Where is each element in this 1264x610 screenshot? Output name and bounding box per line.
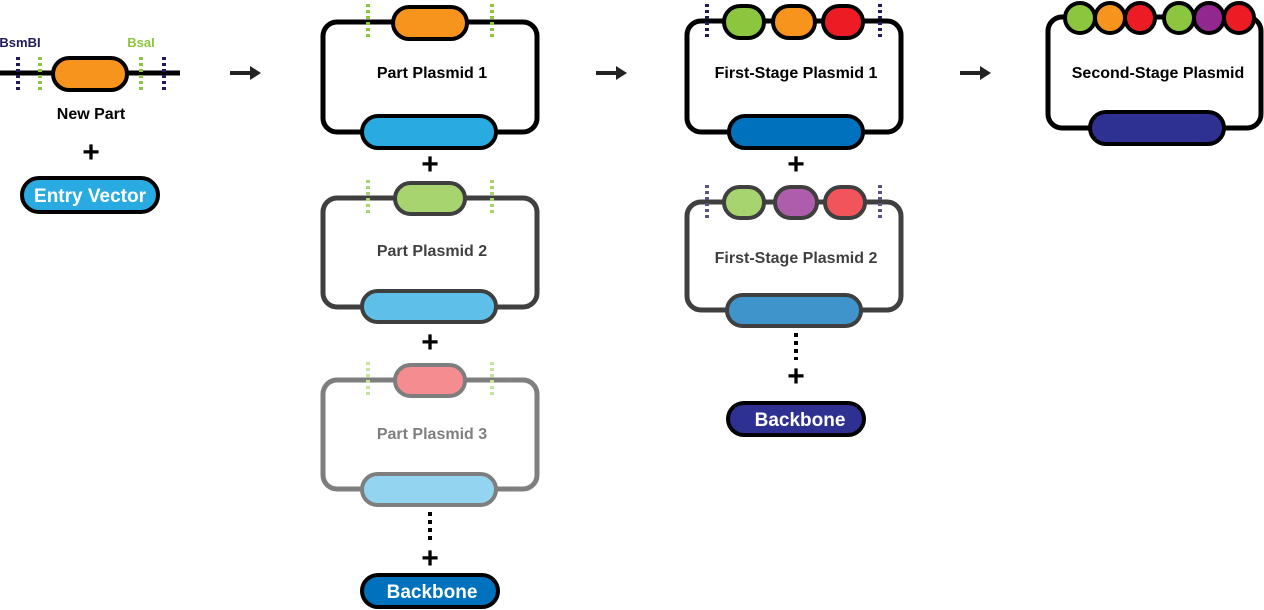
arrow-2: [596, 66, 627, 80]
plus-sign: +: [787, 360, 805, 393]
plasmid-label: Part Plasmid 3: [377, 426, 487, 443]
arrow-3: [960, 66, 991, 80]
bsmbi-label: BsmBI: [0, 35, 41, 50]
part-green: [1063, 1, 1097, 35]
part-insert-orange: [391, 5, 469, 41]
plasmid-label: First-Stage Plasmid 2: [715, 250, 878, 267]
stage2-backbone: [1088, 110, 1226, 146]
plasmid-label: Part Plasmid 1: [377, 65, 487, 82]
plasmid-label: First-Stage Plasmid 1: [715, 65, 878, 82]
entry-vector-backbone: [360, 114, 498, 150]
backbone-label: Backbone: [387, 582, 478, 603]
part-green: [722, 185, 766, 220]
first-stage-plasmid-1: First-Stage Plasmid 1: [684, 4, 904, 150]
part-plasmid-3: Part Plasmid 3: [320, 362, 540, 507]
part-orange: [771, 4, 817, 40]
new-part-insert: [51, 56, 129, 92]
bsai-label: BsaI: [127, 35, 154, 50]
entry-vector-pill: [20, 176, 160, 214]
first-stage-plasmid-2: First-Stage Plasmid 2: [684, 185, 904, 328]
entry-vector-label: Entry Vector: [34, 186, 147, 207]
part-insert-green: [393, 181, 467, 216]
part-red: [821, 4, 865, 40]
plus-sign: +: [421, 542, 439, 575]
entry-vector-backbone: [360, 289, 498, 324]
arrow-1: [230, 66, 261, 80]
plasmid-label: Second-Stage Plasmid: [1072, 65, 1245, 82]
entry-vector-backbone: [360, 472, 498, 507]
plasmid-label: Part Plasmid 2: [377, 243, 487, 260]
part-red: [1123, 1, 1157, 35]
part-green: [1162, 1, 1196, 35]
part-plasmid-2: Part Plasmid 2: [320, 180, 540, 324]
second-stage-plasmid: Second-Stage Plasmid: [1045, 1, 1264, 146]
new-part-group: BsmBI BsaI New Part + Entry Vector: [0, 35, 180, 214]
new-part-label: New Part: [57, 106, 126, 123]
backbone-pill-stage2: [726, 401, 866, 437]
part-orange: [1093, 1, 1127, 35]
part-purple: [773, 185, 819, 220]
backbone-label: Backbone: [755, 410, 846, 431]
part-plasmid-1: Part Plasmid 1: [320, 4, 540, 150]
part-red: [1222, 1, 1256, 35]
stage1-backbone: [727, 114, 865, 150]
part-insert-red: [393, 363, 467, 398]
plus-sign: +: [787, 148, 805, 181]
part-purple: [1192, 1, 1226, 35]
plus-sign: +: [421, 148, 439, 181]
plus-sign: +: [421, 326, 439, 359]
backbone-pill-stage1: [360, 573, 500, 609]
part-red: [823, 185, 867, 220]
stage1-backbone: [725, 293, 863, 328]
plus-sign: +: [82, 136, 100, 169]
part-green: [722, 4, 766, 40]
